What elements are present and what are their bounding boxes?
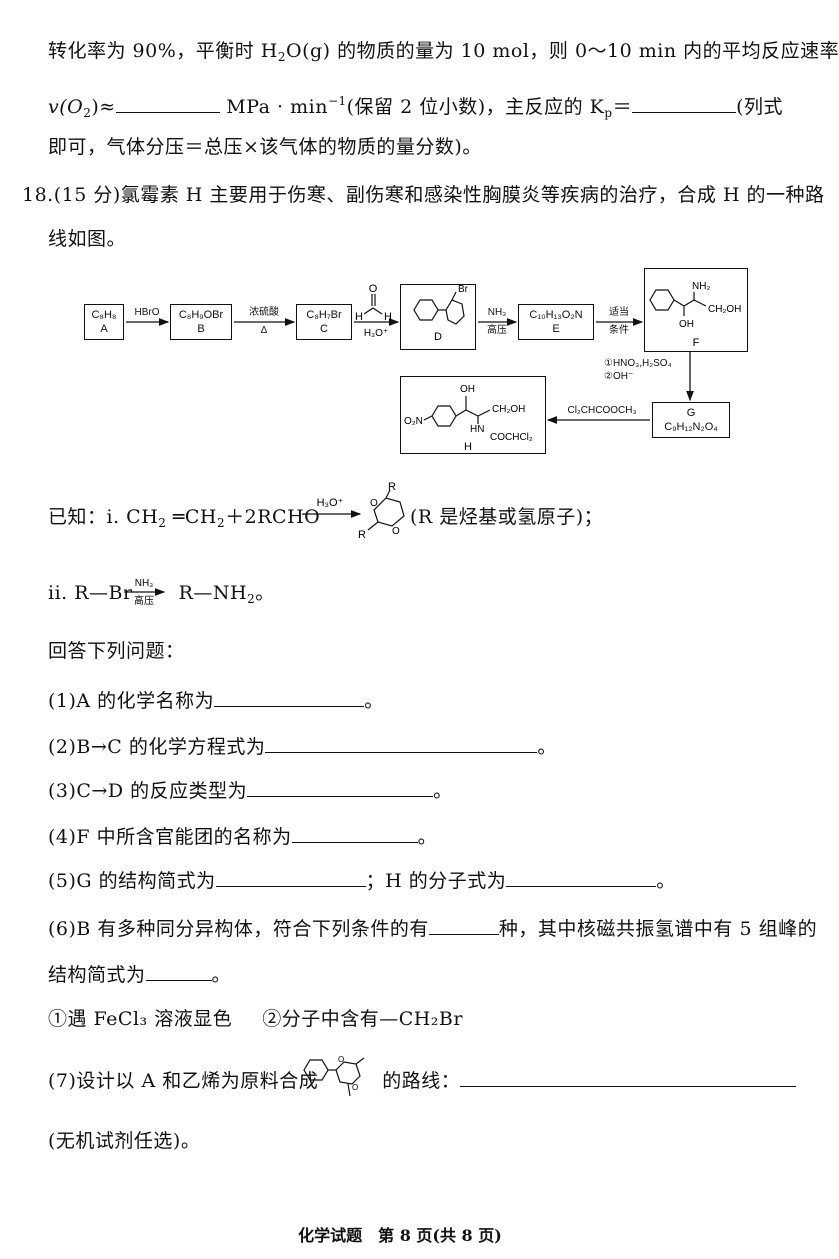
compound-D-Br: Br [458,284,469,295]
target-O2: O [352,1083,358,1092]
compound-G-box: G C₉H₁₂N₂O₄ [652,402,730,438]
formaldehyde-H1: H [355,311,363,323]
prev-line-1: 转化率为 90%，平衡时 H2O(g) 的物质的量为 10 mol，则 0～10… [48,40,839,64]
compound-H-structure [423,396,491,427]
formaldehyde-O: O [369,283,378,295]
question-1: (1)A 的化学名称为。 [48,686,384,714]
compound-H-CH2OH: CH₂OH [492,404,525,415]
question-4: (4)F 中所含官能团的名称为。 [48,822,437,850]
prev-line-3: 即可，气体分压＝总压×该气体的物质的量分数)。 [48,136,482,158]
dioxane-O2: O [392,526,400,537]
known-ii-condition-bottom: 高压 [134,594,154,607]
reagent-A-B: HBrO [134,307,160,318]
compound-H-box [400,376,546,454]
compound-B-formula: C₈H₉OBr [178,309,224,321]
compound-F-structure [649,289,707,316]
compound-F-box [644,268,748,352]
q7-target-structure: O O [303,1055,365,1097]
answer-blank-q6-structure[interactable] [145,960,212,981]
q18-line-2: 线如图。 [48,228,127,250]
reagent-C-D: H₃O⁺ [364,328,388,339]
compound-C-label: C [320,323,328,335]
questions-intro: 回答下列问题： [48,640,185,662]
question-3: (3)C→D 的反应类型为。 [48,776,453,804]
dioxane-R-bottom: R [358,529,366,541]
compound-B-label: B [197,323,205,335]
answer-blank-q5-G[interactable] [215,866,366,887]
formaldehyde-structure [363,294,383,315]
question-2: (2)B→C 的化学方程式为。 [48,732,557,760]
reagent-G-H: Cl₂CHCOOCH₃ [567,405,637,416]
q18-line-1: 18.(15 分)氯霉素 H 主要用于伤寒、副伤寒和感染性胸膜炎等疾病的治疗，合… [22,184,825,206]
formaldehyde-H2: H [384,311,392,323]
compound-H-HN: HN [470,424,484,435]
reagent-F-G-1: ①HNO₃,H₂SO₄ [604,358,672,369]
target-O1: O [338,1055,344,1064]
question-7: (7)设计以 A 和乙烯为原料合成的路线： [48,1066,797,1094]
compound-A-label: A [100,323,108,335]
answer-blank-q3[interactable] [247,776,434,797]
known-i-graphics: H₃O⁺ R R O O [302,481,405,541]
dioxane-product-structure [367,489,405,531]
compound-G-label: G [686,407,696,419]
question-6-line-2: 结构简式为。 [48,960,231,988]
answer-blank-kp[interactable] [632,92,737,113]
answer-blank-rate[interactable] [115,92,220,113]
reagent-E-F-bottom: 条件 [609,325,629,336]
compound-F-NH2: NH₂ [692,281,710,292]
compound-D-label: D [434,331,442,343]
answer-blank-q4[interactable] [291,822,418,843]
reagent-B-C-bottom: Δ [260,325,268,336]
compound-E-formula: C₁₀H₁₃O₂N [529,309,583,321]
compound-D-structure [413,291,465,325]
scheme-graphics: O H H H₃O⁺ Br D NH₂ CH₂OH OH F [126,281,741,453]
compound-E-label: E [552,323,560,335]
compound-A-box: C₈H₈ A [84,304,124,340]
question-5: (5)G 的结构简式为；H 的分子式为。 [48,866,676,894]
answer-blank-q5-H[interactable] [506,866,657,887]
known-i: 已知：i. CH2 ═CH2＋2RCHO [48,506,321,530]
answer-blank-q2[interactable] [265,732,538,753]
compound-C-box: C₈H₇Br C [296,304,352,340]
compound-H-O2N: O₂N [404,416,423,427]
compound-F-OH: OH [679,319,694,330]
known-i-condition: H₃O⁺ [317,497,344,509]
reagent-D-E-bottom: 高压 [487,325,507,336]
compound-D-box [400,284,476,350]
compound-A-formula: C₈H₈ [91,309,117,321]
question-7-note: (无机试剂任选)。 [48,1130,201,1152]
compound-H-OH: OH [460,384,475,395]
compound-E-box: C₁₀H₁₃O₂N E [518,304,594,340]
compound-H-COCHCl2: COCHCl₂ [490,432,533,443]
compound-G-formula: C₉H₁₂N₂O₄ [664,421,718,433]
dioxane-O1: O [370,498,378,509]
reagent-D-E-top: NH₃ [487,307,507,318]
compound-B-box: C₈H₉OBr B [170,304,232,340]
known-i-note: (R 是烃基或氢原子)； [410,506,604,528]
reagent-B-C-top: 浓硫酸 [249,307,279,318]
answer-blank-q6-count[interactable] [428,914,499,935]
answer-blank-q1[interactable] [214,686,365,707]
compound-C-formula: C₈H₇Br [306,309,342,321]
compound-F-label: F [693,337,700,349]
answer-blank-q7[interactable] [460,1066,797,1087]
prev-line-2: v(O2)≈ MPa · min−1(保留 2 位小数)，主反应的 Kp＝(列式 [48,92,783,120]
question-6-line-1: (6)B 有多种同分异构体，符合下列条件的有种，其中核磁共振氢谱中有 5 组峰的 [48,914,817,942]
dioxane-R-top: R [388,481,396,493]
reagent-F-G-2: ②OH⁻ [604,371,634,382]
compound-H-label: H [464,441,472,453]
known-ii-condition-top: NH₃ [135,578,154,589]
known-ii-graphics: NH₃ 高压 [124,578,166,607]
reagent-E-F-top: 适当 [609,307,629,318]
page-footer: 化学试题 第 8 页(共 8 页) [298,1226,502,1245]
compound-F-CH2OH: CH₂OH [708,304,741,315]
